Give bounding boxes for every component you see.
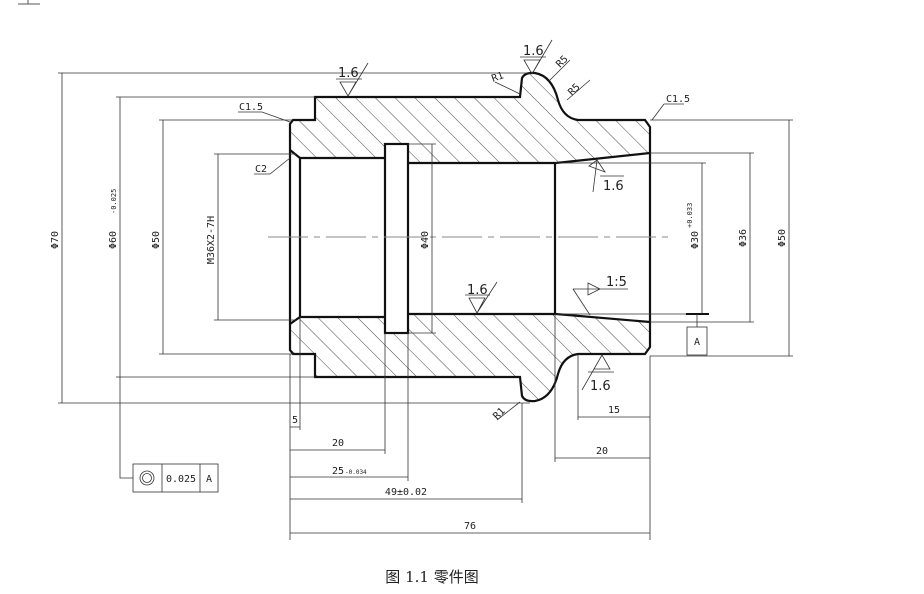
dim-phi50-left: Φ50 bbox=[151, 231, 162, 249]
dim-49: 49±0.02 bbox=[385, 487, 427, 498]
chamfer-c15-right: C1.5 bbox=[666, 94, 690, 105]
roughness-symbol: 1.6 bbox=[465, 281, 498, 314]
dim-phi30: Φ30 bbox=[690, 231, 701, 249]
roughness-symbol: 1.6 bbox=[588, 159, 624, 194]
svg-text:1.6: 1.6 bbox=[523, 44, 544, 59]
concentricity-icon bbox=[139, 470, 155, 486]
dim-15: 15 bbox=[608, 405, 620, 416]
roughness-symbol: 1.6 bbox=[336, 62, 369, 97]
section-hatch-top bbox=[290, 72, 650, 163]
taper-symbol: 1:5 bbox=[572, 275, 628, 316]
extension-lines bbox=[58, 72, 793, 540]
chamfer-c2: C2 bbox=[255, 164, 267, 175]
svg-text:1.6: 1.6 bbox=[338, 66, 359, 81]
dim-20-thread: 20 bbox=[332, 438, 344, 449]
dim-20-right: 20 bbox=[596, 446, 608, 457]
svg-text:0.025: 0.025 bbox=[166, 474, 196, 485]
groove bbox=[383, 142, 410, 335]
dim-thread: M36X2-7H bbox=[206, 216, 217, 264]
dim-phi36: Φ36 bbox=[738, 229, 749, 247]
radius-r5-upper: R5 bbox=[554, 54, 570, 70]
figure-caption: 图 1.1 零件图 bbox=[385, 568, 478, 586]
svg-text:1:5: 1:5 bbox=[606, 275, 627, 290]
dim-phi60: Φ60 bbox=[108, 231, 119, 249]
roughness-symbol: 1.6 bbox=[581, 354, 614, 394]
roughness-symbol: 1.6 bbox=[520, 39, 553, 75]
dim-5: 5 bbox=[292, 415, 298, 426]
radius-r5-lower: R5 bbox=[566, 82, 582, 98]
dim-25-tol: -0.034 bbox=[345, 469, 367, 476]
dimension-lines bbox=[61, 73, 790, 534]
section-hatch-bottom bbox=[290, 314, 650, 402]
dim-phi40: Φ40 bbox=[420, 231, 431, 249]
dim-76: 76 bbox=[464, 521, 476, 532]
dim-phi50-right: Φ50 bbox=[777, 229, 788, 247]
chamfer-c15-left: C1.5 bbox=[239, 102, 263, 113]
svg-text:1.6: 1.6 bbox=[603, 179, 624, 194]
dim-phi60-tol: -0.025 bbox=[110, 189, 118, 214]
tolerance-frame: 0.025 A bbox=[119, 377, 219, 493]
radius-r1-bottom: R1 bbox=[491, 406, 507, 422]
cropped-text-fragment bbox=[18, 0, 40, 5]
datum-a: A bbox=[686, 313, 709, 356]
svg-text:A: A bbox=[206, 474, 212, 485]
svg-text:1.6: 1.6 bbox=[467, 283, 488, 298]
svg-text:1.6: 1.6 bbox=[590, 379, 611, 394]
svg-text:A: A bbox=[694, 337, 700, 348]
dim-25: 25 bbox=[332, 466, 344, 477]
dim-phi30-tol: +0.033 bbox=[686, 203, 694, 228]
dim-phi70: Φ70 bbox=[50, 231, 61, 249]
radius-r1-top: R1 bbox=[490, 70, 505, 84]
